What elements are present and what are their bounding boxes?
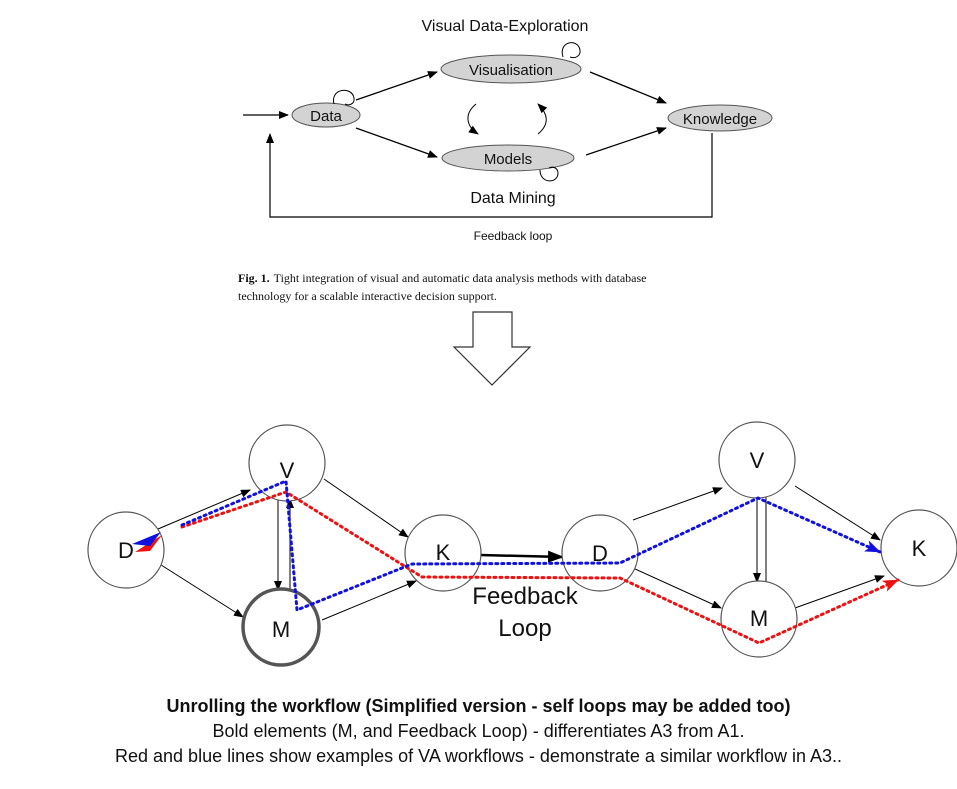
v1-to-k1-arrow (323, 478, 409, 538)
data-node-label: Data (310, 108, 342, 125)
m1-to-k1-arrow (321, 580, 417, 621)
m2-label: M (750, 606, 768, 631)
visualisation-node (440, 54, 582, 84)
d2-to-v2-arrow (632, 487, 723, 521)
unrolled-workflow: D V M K D V M K Feedback Loop (87, 421, 957, 667)
fig-caption-line2: technology for a scalable interactive de… (238, 289, 497, 303)
d1-to-m1-arrow (157, 562, 244, 618)
d1-to-v1-arrow (157, 489, 251, 530)
models-node-label: Models (484, 151, 532, 168)
d1-label: D (118, 538, 134, 563)
k1-node (404, 514, 482, 592)
red-workflow-path (180, 490, 900, 645)
visualisation-self-loop (561, 42, 581, 59)
fig-caption-text1: Tight integration of visual and automati… (274, 271, 647, 285)
d2-to-m2-arrow (632, 567, 722, 609)
fig-caption-line1: Fig. 1. Tight integration of visual and a… (238, 271, 647, 285)
vis-to-models-curve-arrow (467, 103, 479, 135)
down-arrow (452, 311, 532, 386)
visualisation-to-knowledge-arrow (589, 71, 667, 104)
models-to-knowledge-arrow (585, 127, 667, 156)
data-to-models-arrow (355, 127, 438, 158)
m1-label: M (272, 617, 290, 642)
data-node (291, 102, 361, 128)
data-to-visualisation-arrow (355, 71, 438, 101)
feedback-loop-label: Feedback loop (474, 229, 553, 243)
m2-to-k2-arrow (794, 575, 885, 609)
visualisation-node-label: Visualisation (469, 62, 553, 79)
fig-caption-bold: Fig. 1. (238, 271, 270, 285)
models-node (441, 144, 575, 172)
bottom-caption: Unrolling the workflow (Simplified versi… (0, 694, 957, 769)
models-to-vis-curve-arrow (537, 103, 548, 135)
v2-to-k2-arrow (794, 485, 881, 541)
k1-label: K (436, 540, 451, 565)
original-figure: Visual Data-Exploration Data Visualisati… (238, 18, 773, 303)
knowledge-node (667, 104, 773, 132)
caption-line2: Bold elements (M, and Feedback Loop) - d… (212, 721, 745, 741)
data-mining-label: Data Mining (470, 190, 555, 207)
data-self-loop (333, 89, 355, 106)
knowledge-node-label: Knowledge (683, 111, 757, 128)
m2-node (720, 580, 798, 658)
v1-label: V (280, 458, 295, 483)
feedback-loop-line (266, 133, 713, 218)
blue-workflow-path (180, 478, 882, 613)
caption-line1: Unrolling the workflow (Simplified versi… (166, 696, 791, 716)
v2-label: V (750, 448, 765, 473)
feedback-k-to-d-arrow (479, 550, 564, 563)
figure-title: Visual Data-Exploration (422, 18, 589, 35)
feedback-text-line2: Loop (498, 615, 551, 642)
k2-node (880, 509, 957, 587)
d1-node (87, 511, 165, 589)
k2-label: K (912, 536, 927, 561)
caption-line3: Red and blue lines show examples of VA w… (115, 746, 842, 766)
feedback-text-line1: Feedback (472, 583, 578, 610)
models-self-loop (539, 166, 559, 182)
d2-label: D (592, 541, 608, 566)
blue-path-start-arrow (132, 532, 161, 546)
